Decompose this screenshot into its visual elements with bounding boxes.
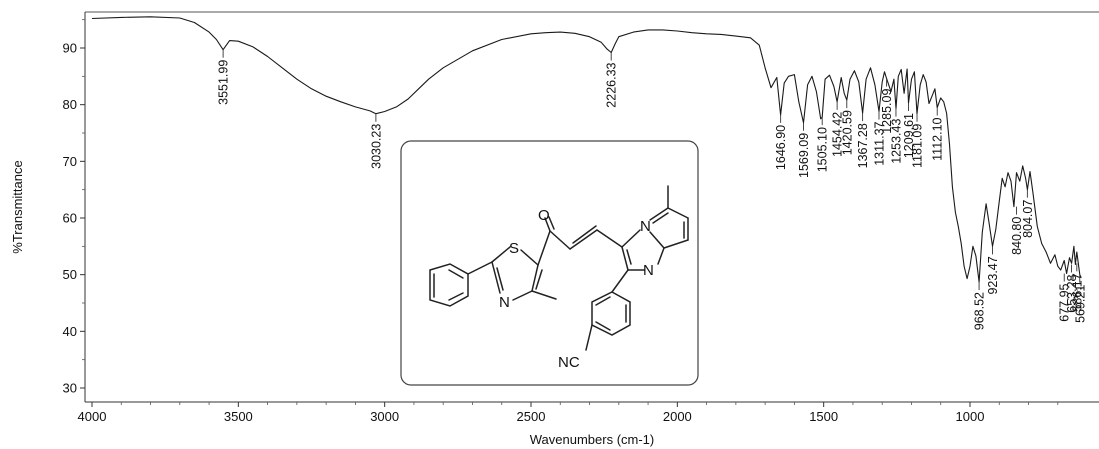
atom-nitrile: NC bbox=[558, 354, 580, 371]
y-axis-ticks: 30 40 50 60 70 80 90 bbox=[63, 19, 85, 396]
peak-label: 3551.99 bbox=[217, 60, 231, 105]
peak-annotation: 1505.10 bbox=[816, 117, 830, 172]
peak-annotation: 586.17 bbox=[1070, 263, 1084, 312]
peak-annotation: 1569.09 bbox=[797, 122, 811, 178]
peak-label: 677.95 bbox=[1058, 283, 1072, 321]
atom-nitrogen-imidazole: N bbox=[643, 262, 654, 279]
peak-label: 3030.23 bbox=[369, 124, 383, 169]
peak-annotation: 923.47 bbox=[986, 246, 1000, 295]
peak-label: 1311.37 bbox=[873, 121, 887, 165]
atom-nitrogen-bridgehead: N bbox=[640, 218, 651, 235]
peak-annotation: 1285.09 bbox=[880, 78, 894, 134]
y-tick-label-40: 40 bbox=[63, 324, 77, 339]
peak-annotation: 653.28 bbox=[1065, 264, 1079, 313]
peak-annotation: 1367.28 bbox=[856, 113, 870, 168]
phenyl-ring bbox=[429, 263, 469, 307]
peak-label: 1367.28 bbox=[856, 123, 870, 168]
atom-nitrogen-thiazole: N bbox=[499, 294, 510, 311]
peak-label: 1505.10 bbox=[816, 127, 830, 172]
peak-label: 586.17 bbox=[1070, 273, 1084, 311]
peak-annotation: 840.80 bbox=[1010, 206, 1024, 255]
peak-annotation: 1253.43 bbox=[890, 108, 904, 164]
peak-annotation: 1454.42 bbox=[831, 101, 845, 157]
peak-label: 1181.09 bbox=[911, 124, 925, 168]
y-axis-title: %Transmittance bbox=[10, 160, 25, 253]
peak-label: 1420.59 bbox=[840, 110, 854, 155]
atom-sulfur: S bbox=[509, 240, 519, 257]
y-tick-label-80: 80 bbox=[63, 97, 77, 112]
peak-annotation: 2226.33 bbox=[605, 52, 619, 108]
y-tick-label-30: 30 bbox=[63, 381, 77, 396]
structure-inset: O S N N N NC bbox=[400, 140, 699, 386]
peak-label: 2226.33 bbox=[605, 62, 619, 107]
y-tick-label-90: 90 bbox=[63, 41, 77, 56]
peak-annotation: 3030.23 bbox=[369, 113, 383, 169]
peak-label: 1209.61 bbox=[902, 113, 916, 158]
structure-box bbox=[400, 140, 699, 386]
y-tick-label-50: 50 bbox=[63, 267, 77, 282]
spectrum-series bbox=[91, 16, 1082, 283]
y-tick-label-70: 70 bbox=[63, 154, 77, 169]
x-axis-title: Wavenumbers (cm-1) bbox=[530, 432, 654, 447]
atom-oxygen: O bbox=[538, 207, 550, 224]
peak-label: 653.28 bbox=[1065, 274, 1079, 312]
peak-annotation: 1311.37 bbox=[873, 111, 887, 166]
peak-label: 1646.90 bbox=[774, 125, 788, 170]
peak-annotation: 804.07 bbox=[1021, 189, 1035, 238]
peak-label: 1112.10 bbox=[931, 117, 945, 160]
x-tick-label-4000: 4000 bbox=[78, 409, 107, 424]
x-tick-label-3000: 3000 bbox=[370, 409, 399, 424]
peak-annotation: 569.21 bbox=[1073, 274, 1087, 323]
x-tick-label-2000: 2000 bbox=[663, 409, 692, 424]
peak-label: 840.80 bbox=[1010, 217, 1024, 255]
y-tick-label-60: 60 bbox=[63, 211, 77, 226]
molecule-bonds bbox=[429, 185, 689, 351]
peak-annotation: 3551.99 bbox=[217, 49, 231, 105]
peak-label: 1253.43 bbox=[890, 119, 904, 164]
peak-annotation: 1646.90 bbox=[774, 114, 788, 170]
x-tick-label-1000: 1000 bbox=[956, 409, 985, 424]
x-tick-label-1500: 1500 bbox=[809, 409, 838, 424]
peak-annotations: 3551.99 3030.23 2226.33 1646.90 1569.09 1505.… bbox=[217, 49, 1087, 330]
peak-annotation: 968.52 bbox=[973, 282, 987, 330]
peak-annotation: 1420.59 bbox=[840, 100, 854, 155]
peak-label: 968.52 bbox=[973, 292, 987, 330]
benzonitrile-ring bbox=[591, 291, 631, 336]
peak-label: 923.47 bbox=[986, 256, 1000, 294]
peak-annotation: 677.95 bbox=[1058, 273, 1072, 322]
peak-annotation: 1112.10 bbox=[931, 107, 945, 161]
peak-label: 569.21 bbox=[1073, 285, 1087, 323]
peak-label: 1285.09 bbox=[880, 89, 894, 134]
peak-annotation: 1181.09 bbox=[911, 113, 925, 168]
peak-annotation: 1209.61 bbox=[902, 102, 916, 158]
x-axis-ticks: 4000 3500 3000 2500 2000 1500 1000 bbox=[78, 402, 1059, 424]
x-tick-label-2500: 2500 bbox=[517, 409, 546, 424]
spectrum-line-0 bbox=[91, 16, 1082, 283]
peak-label: 1569.09 bbox=[797, 133, 811, 178]
x-tick-label-3500: 3500 bbox=[224, 409, 253, 424]
peak-label: 1454.42 bbox=[831, 112, 845, 157]
peak-label: 804.07 bbox=[1021, 200, 1035, 238]
